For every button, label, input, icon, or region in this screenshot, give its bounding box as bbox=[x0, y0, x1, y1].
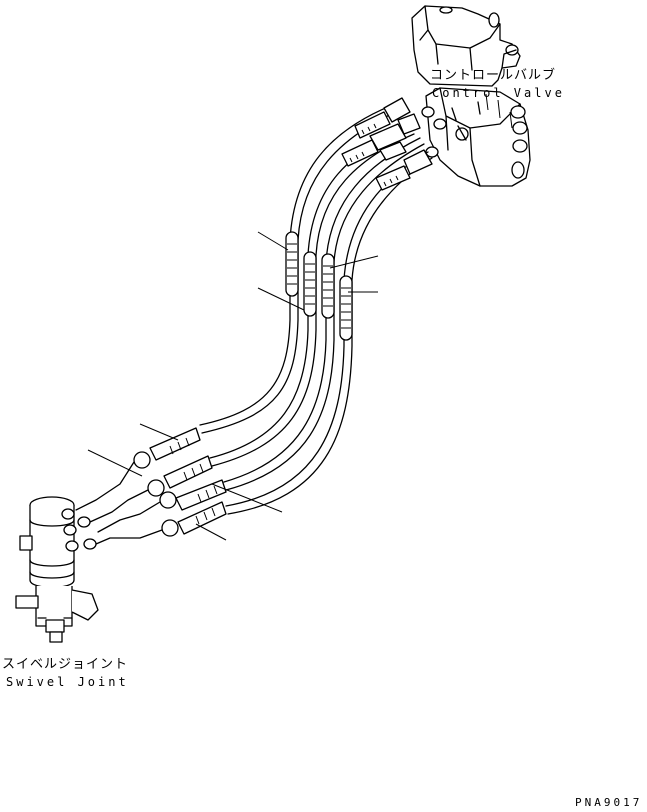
hose-4 bbox=[225, 151, 433, 515]
swivel-joint-label-en: Swivel Joint bbox=[6, 675, 129, 689]
lower-hose-fittings bbox=[133, 427, 227, 537]
leader-lines bbox=[87, 93, 513, 541]
swivel-joint-label-jp: スイベルジョイント bbox=[2, 657, 129, 672]
hose-sleeves bbox=[285, 231, 353, 341]
drawing-code: PNA9017 bbox=[575, 796, 643, 809]
swivel-joint bbox=[15, 496, 99, 643]
upper-hose-fittings bbox=[341, 97, 433, 191]
control-valve-label-jp: コントロールバルブ bbox=[430, 68, 557, 83]
control-valve bbox=[411, 5, 531, 187]
swivel-connecting-tubes bbox=[75, 461, 163, 545]
control-valve-label-en: Control Valve bbox=[432, 86, 565, 100]
hose-3 bbox=[223, 137, 425, 491]
